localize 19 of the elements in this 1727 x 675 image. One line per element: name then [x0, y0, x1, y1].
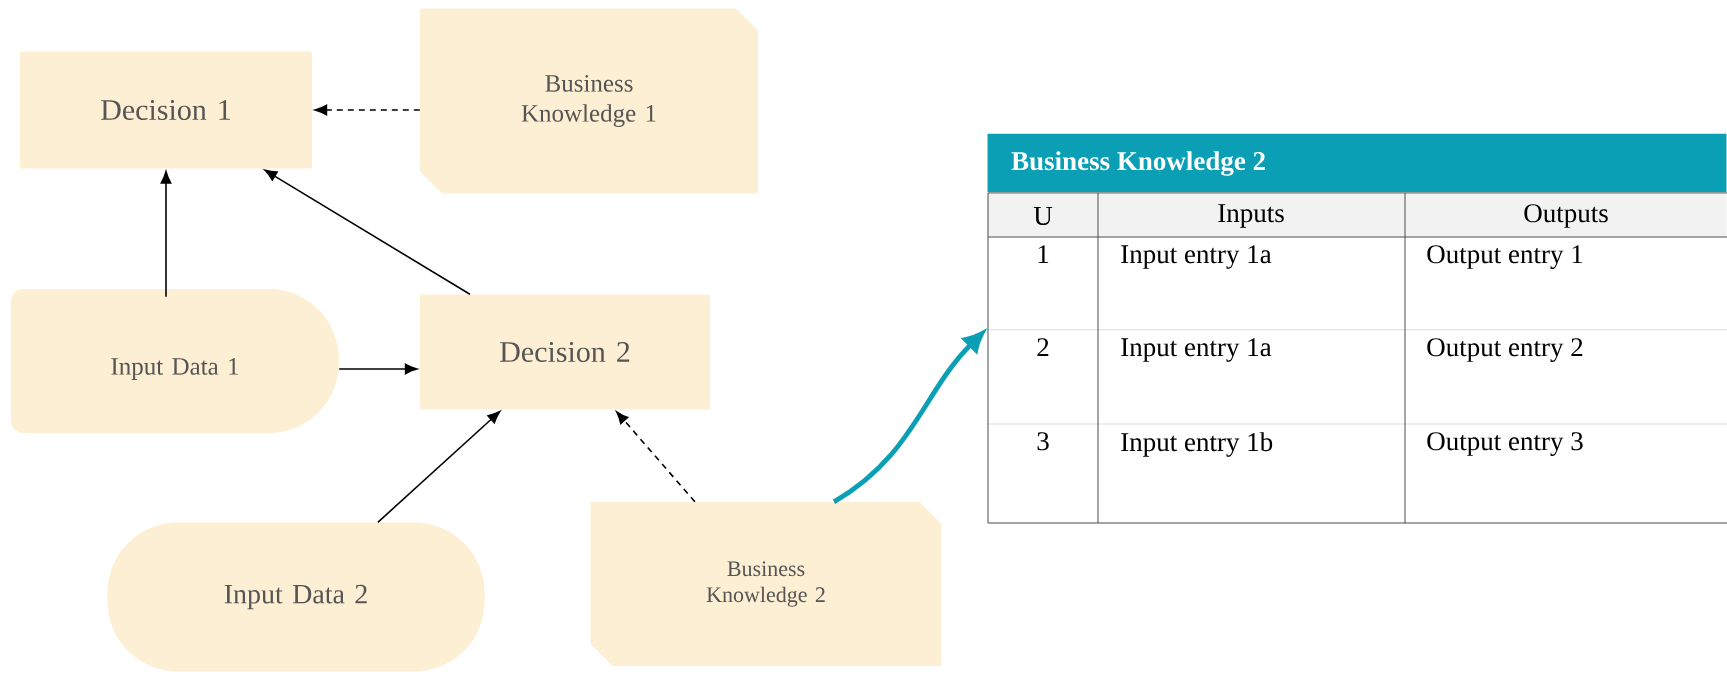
arrow [314, 104, 421, 116]
arrow [616, 411, 696, 503]
arrow [377, 411, 501, 524]
table-cell: Input entry 1a [1121, 245, 1272, 269]
table-cell: 2 [1037, 338, 1049, 357]
arrow [160, 171, 172, 298]
table-cell: Output entry 3 [1427, 432, 1583, 456]
arrow [264, 169, 471, 296]
table-cell: Input entry 1b [1121, 432, 1273, 457]
knowledge-box: Business Knowledge 2 [590, 502, 942, 666]
table-cell: Output entry 2 [1427, 338, 1583, 362]
table-cell: Input entry 1a [1121, 338, 1272, 362]
arrow [338, 363, 418, 375]
table-cell: 3 [1037, 432, 1049, 451]
table-cell: 1 [1038, 245, 1049, 264]
table-cell: Output entry 1 [1427, 245, 1583, 269]
decision-box: Decision 1 [20, 51, 312, 169]
knowledge-box: Business Knowledge 1 [420, 8, 758, 194]
decision-box: Decision 2 [420, 294, 710, 410]
